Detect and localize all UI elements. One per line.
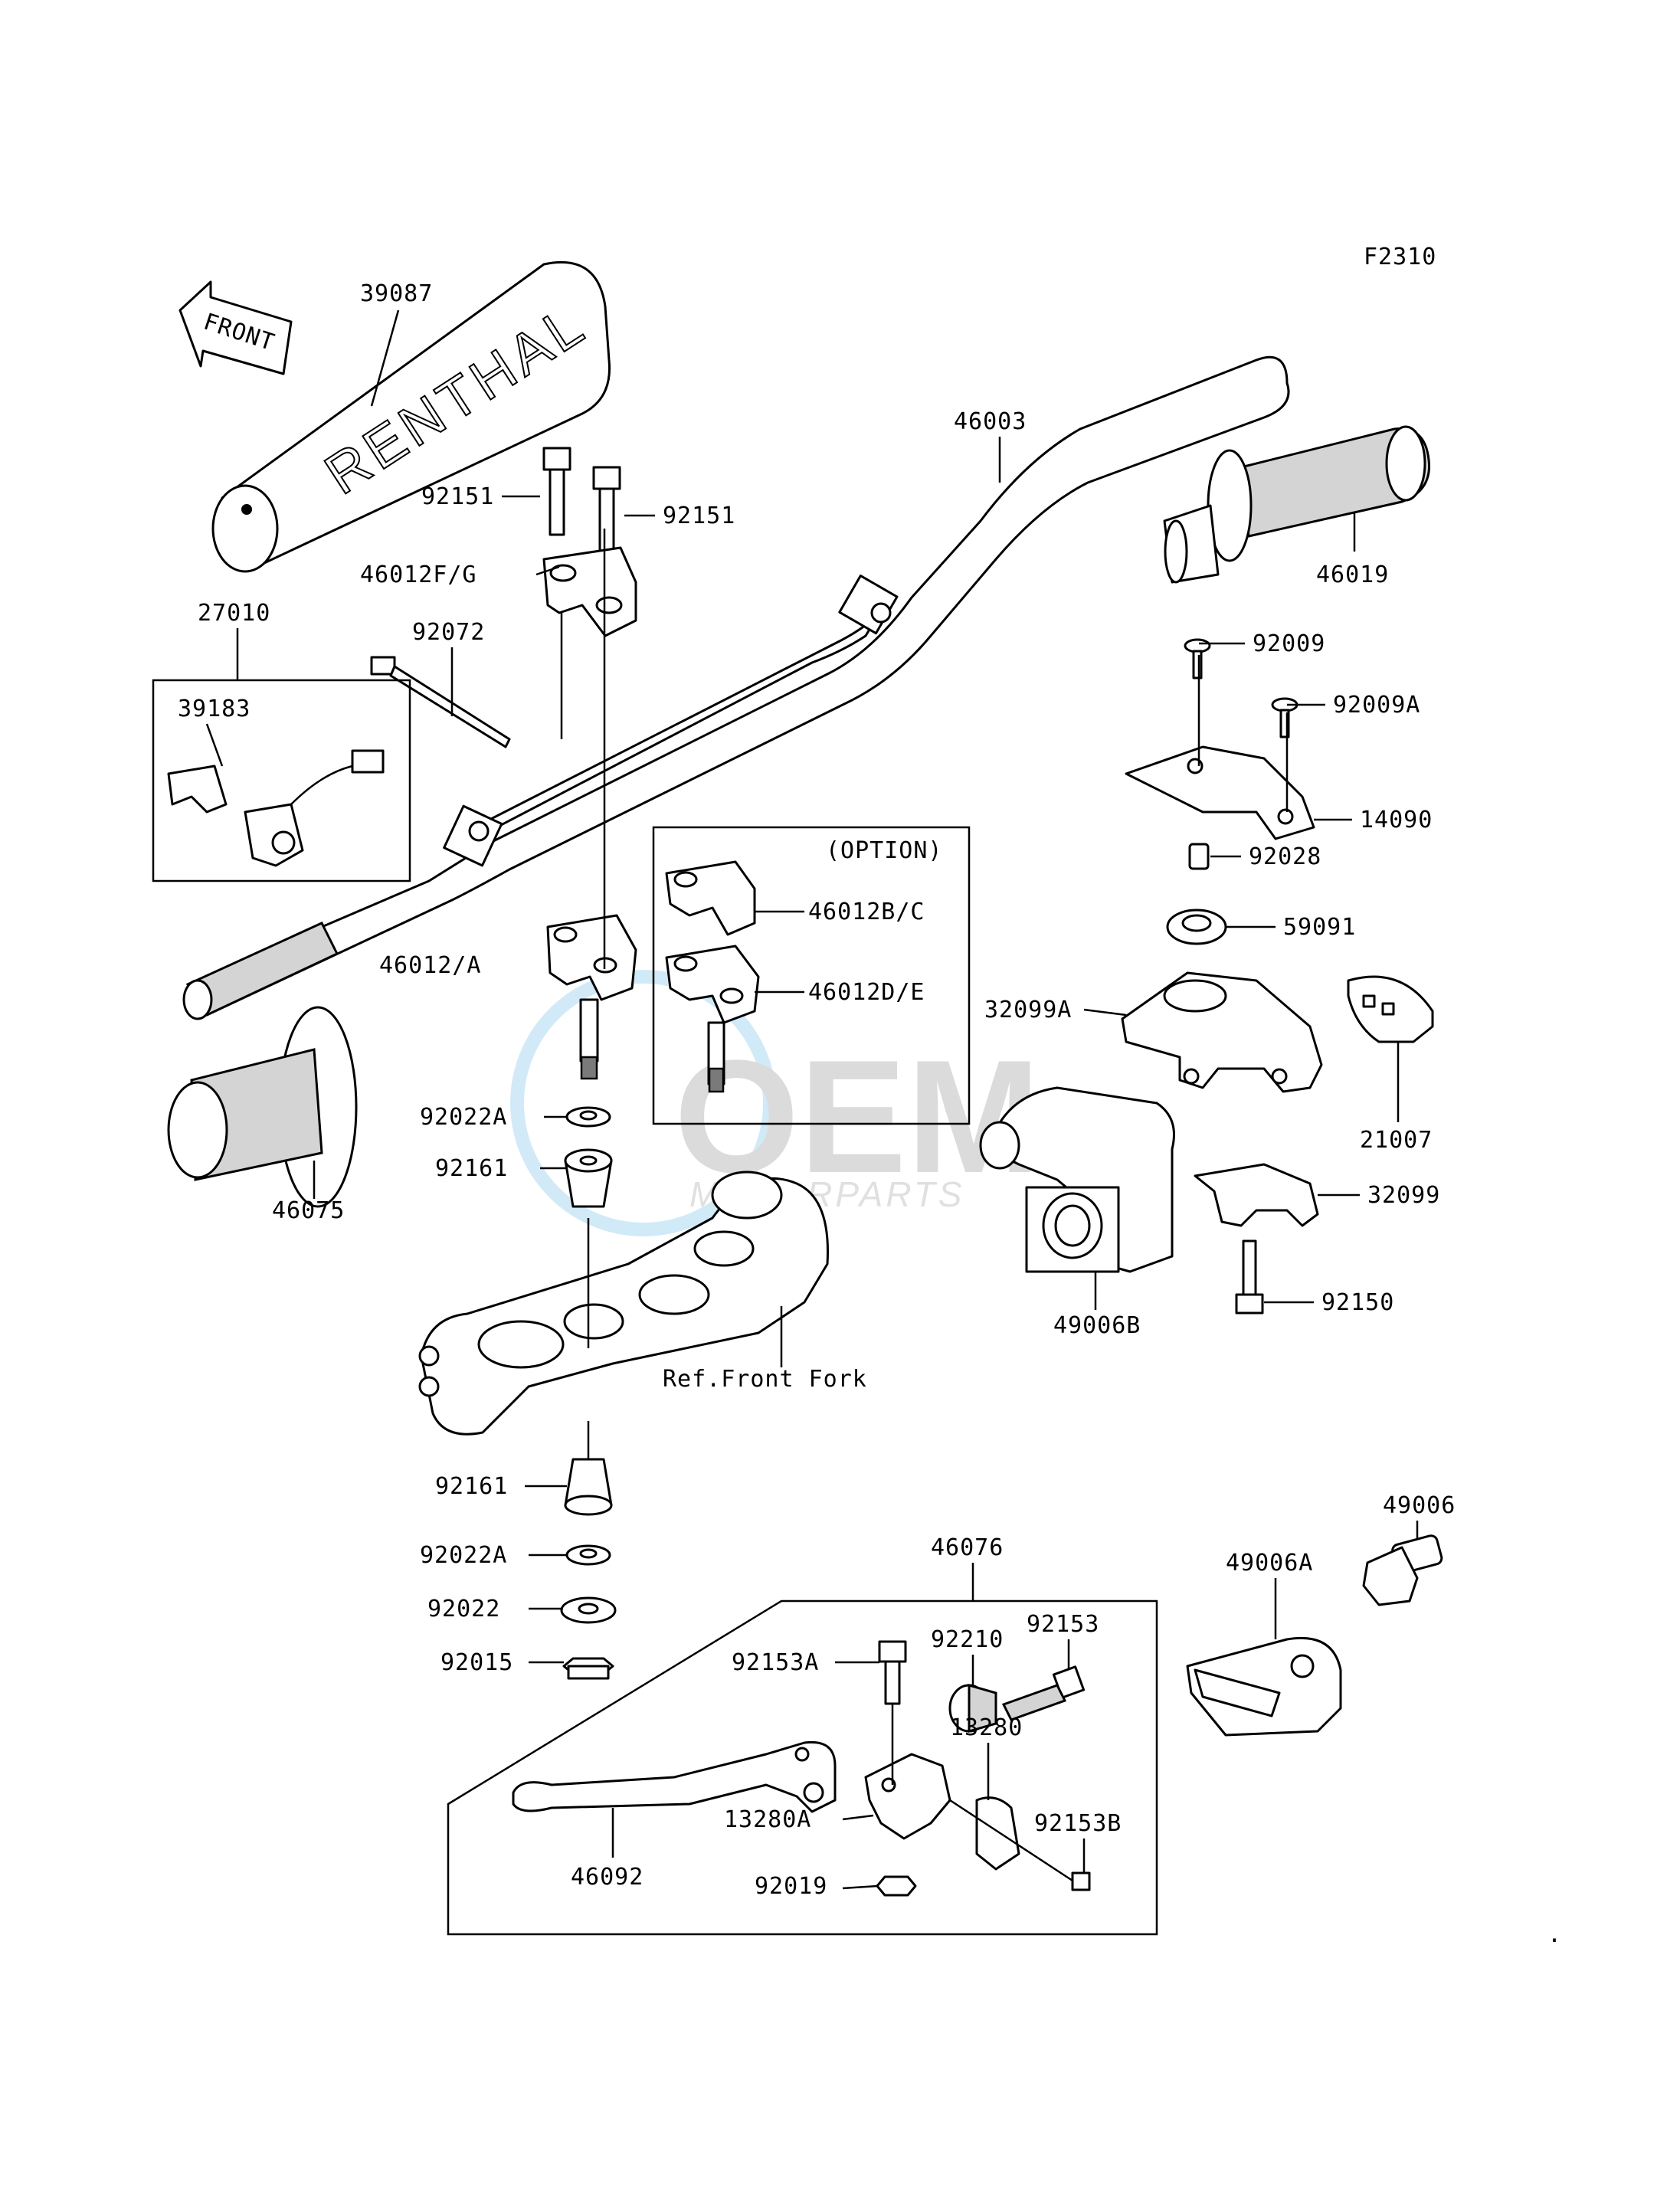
bolt-92153a <box>878 1640 907 1705</box>
label-59091: 59091 <box>1283 914 1356 941</box>
cable-boot-49006a <box>1186 1636 1342 1737</box>
label-32099a: 32099A <box>984 997 1072 1023</box>
label-13280: 13280 <box>950 1714 1023 1741</box>
throttle-housing-32099a <box>1121 971 1323 1093</box>
collar-92028 <box>1188 843 1210 870</box>
bolt-92151-right <box>592 466 621 555</box>
label-46012fg: 46012F/G <box>360 562 477 588</box>
label-92009a: 92009A <box>1333 692 1420 719</box>
cable-adjuster-49006 <box>1362 1534 1443 1606</box>
label-46092: 46092 <box>571 1864 644 1891</box>
left-grip <box>167 1006 358 1208</box>
lever-holder-13280a <box>864 1753 951 1840</box>
diagram-code: F2310 <box>1364 244 1436 270</box>
option-box <box>652 826 971 1125</box>
handlebar <box>186 355 1290 1017</box>
label-92022a-upper: 92022A <box>420 1104 507 1131</box>
label-92015: 92015 <box>440 1649 513 1676</box>
label-27010: 27010 <box>198 600 270 627</box>
upper-triple-clamp <box>418 1171 829 1436</box>
label-49006: 49006 <box>1383 1492 1456 1519</box>
screw-92009a <box>1271 697 1298 738</box>
label-46075: 46075 <box>272 1197 345 1224</box>
label-92151-left: 92151 <box>421 483 494 510</box>
clamp-upper-46012fg <box>542 546 637 637</box>
right-throttle-grip <box>1163 425 1431 584</box>
label-92150: 92150 <box>1321 1289 1394 1316</box>
label-92210: 92210 <box>931 1626 1004 1653</box>
option-label: (OPTION) <box>826 837 943 864</box>
label-46076: 46076 <box>931 1534 1004 1561</box>
label-92161-lower: 92161 <box>435 1473 508 1500</box>
washer-92022 <box>560 1596 617 1624</box>
clutch-lever-box <box>447 1599 1158 1936</box>
label-92072: 92072 <box>412 619 485 646</box>
label-32099: 32099 <box>1367 1182 1440 1209</box>
bolt-92151-left <box>542 447 571 536</box>
label-46003: 46003 <box>954 408 1027 435</box>
throttle-cover-14090 <box>1125 745 1315 840</box>
label-92153b: 92153B <box>1034 1810 1122 1837</box>
label-49006a: 49006A <box>1226 1550 1313 1577</box>
label-39183: 39183 <box>178 696 251 722</box>
label-92153a: 92153A <box>732 1649 819 1676</box>
pulley-59091 <box>1166 909 1227 945</box>
label-92161-upper: 92161 <box>435 1155 508 1182</box>
rubber-92161-lower <box>564 1458 613 1516</box>
clamp-46012de <box>665 945 760 1093</box>
label-46019: 46019 <box>1316 562 1389 588</box>
label-92022: 92022 <box>427 1596 500 1622</box>
lever-clamp-13280 <box>975 1796 1020 1871</box>
bolt-92150 <box>1235 1239 1264 1315</box>
clamp-46012bc <box>665 860 756 936</box>
washer-92022a-lower <box>565 1544 611 1566</box>
label-92009: 92009 <box>1253 630 1325 657</box>
throttle-cable-cover-49006b <box>979 1086 1175 1273</box>
label-46012bc: 46012B/C <box>808 899 925 925</box>
stray-dot: . <box>1547 1921 1562 1948</box>
part-labels: 39087 46003 92151 92151 46012F/G 46019 2… <box>178 280 1456 1900</box>
label-92153: 92153 <box>1027 1611 1099 1638</box>
label-46012de: 46012D/E <box>808 979 925 1006</box>
cable-tie <box>370 656 511 748</box>
nut-92019 <box>876 1875 917 1897</box>
label-21007: 21007 <box>1360 1127 1433 1154</box>
front-arrow-icon: FRONT <box>178 280 293 375</box>
kill-switch-box <box>152 679 411 882</box>
label-92028: 92028 <box>1249 843 1321 870</box>
left-bar-grip <box>182 922 339 1020</box>
label-49006b: 49006B <box>1053 1312 1141 1339</box>
washer-92022a-upper <box>565 1106 611 1128</box>
collar-92210 <box>948 1684 997 1733</box>
throttle-pulley-21007 <box>1347 975 1434 1043</box>
label-92019: 92019 <box>755 1873 827 1900</box>
label-92151-right: 92151 <box>663 503 735 529</box>
clutch-lever <box>512 1740 837 1813</box>
front-fork-ref: Ref.Front Fork <box>663 1366 867 1393</box>
bolt-92153b <box>1071 1871 1091 1891</box>
nut-92015 <box>562 1657 614 1680</box>
leader-lines <box>205 309 1419 1890</box>
label-39087: 39087 <box>360 280 433 307</box>
label-14090: 14090 <box>1360 807 1433 833</box>
throttle-housing-lower-32099 <box>1194 1163 1319 1227</box>
label-46012a: 46012/A <box>379 952 481 979</box>
kill-switch <box>167 749 385 867</box>
rubber-92161-upper <box>564 1148 613 1208</box>
label-92022a-lower: 92022A <box>420 1542 507 1569</box>
label-13280a: 13280A <box>724 1806 811 1833</box>
clamp-lower-46012a <box>546 914 637 1080</box>
screw-92153 <box>1001 1665 1086 1721</box>
screw-92009 <box>1184 638 1211 679</box>
